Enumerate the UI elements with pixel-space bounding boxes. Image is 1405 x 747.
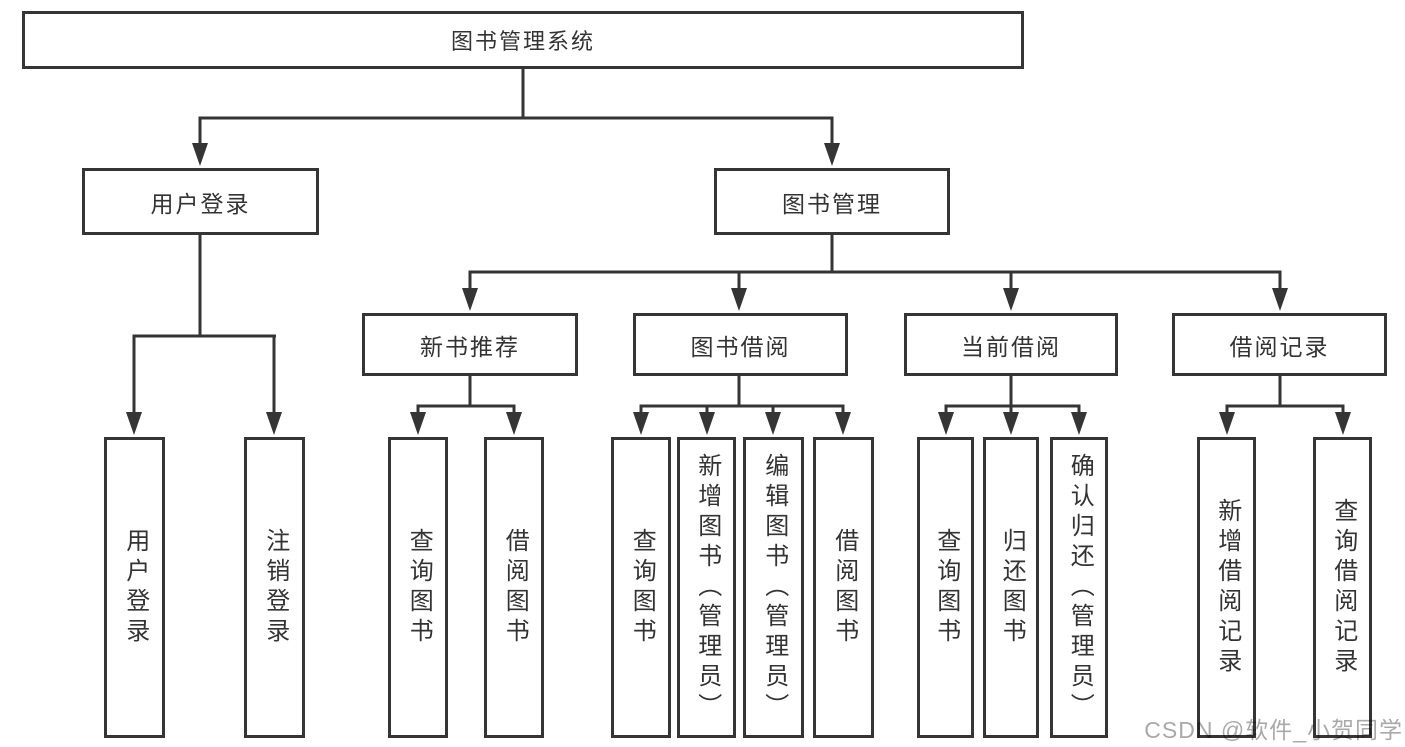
csdn-watermark: CSDN @软件_小贺同学	[1144, 717, 1403, 743]
node-current-borrowing: 当前借阅	[904, 313, 1118, 376]
node-label: 图书管理系统	[450, 29, 595, 54]
leaf-query-books-borrowing: 查询图书	[611, 437, 671, 738]
node-library-management-system: 图书管理系统	[22, 11, 1024, 69]
connector-book-borrowing-branch	[633, 376, 851, 435]
leaf-label: 查询图书	[932, 527, 960, 648]
leaf-user-login: 用户登录	[104, 437, 165, 738]
leaf-label: 新增借阅记录	[1213, 497, 1241, 678]
leaf-logout: 注销登录	[244, 437, 305, 738]
node-user-login: 用户登录	[82, 168, 319, 235]
node-label: 借阅记录	[1229, 333, 1330, 360]
node-label: 图书借阅	[690, 333, 791, 360]
leaf-return-book: 归还图书	[983, 437, 1039, 738]
leaf-label: 查询图书	[628, 527, 656, 648]
leaf-edit-book-admin: 编辑图书（管理员）	[743, 437, 804, 738]
leaf-confirm-return-admin: 确认归还（管理员）	[1050, 437, 1108, 738]
leaf-add-book-admin: 新增图书（管理员）	[677, 437, 736, 738]
node-label: 当前借阅	[961, 333, 1061, 360]
leaf-query-books-recommend: 查询图书	[388, 437, 448, 738]
connector-new-book-recommend-branch	[410, 376, 522, 435]
node-new-book-recommend: 新书推荐	[362, 313, 578, 376]
leaf-label: 查询图书	[405, 527, 433, 648]
node-borrowing-records: 借阅记录	[1172, 313, 1387, 376]
leaf-add-borrow-record: 新增借阅记录	[1197, 437, 1256, 738]
leaf-query-books-current: 查询图书	[917, 437, 974, 738]
leaf-borrow-books-borrowing: 借阅图书	[813, 437, 874, 738]
node-book-management: 图书管理	[714, 168, 950, 235]
leaf-label: 归还图书	[998, 527, 1026, 648]
leaf-label: 借阅图书	[501, 527, 529, 648]
leaf-borrow-books-recommend: 借阅图书	[484, 437, 544, 738]
connector-user-login-branch	[126, 235, 282, 435]
connector-borrowing-records-branch	[1219, 376, 1351, 435]
node-label: 图书管理	[782, 190, 882, 217]
leaf-label: 查询借阅记录	[1329, 497, 1357, 678]
connector-current-borrowing-branch	[938, 376, 1087, 435]
connector-root-to-level2	[192, 69, 840, 166]
leaf-label: 用户登录	[121, 527, 149, 648]
leaf-label: 确认归还（管理员）	[1066, 452, 1094, 723]
leaf-label: 编辑图书（管理员）	[760, 452, 788, 723]
node-book-borrowing: 图书借阅	[633, 313, 848, 376]
leaf-query-borrow-record: 查询借阅记录	[1313, 437, 1372, 738]
node-label: 新书推荐	[420, 333, 520, 360]
leaf-label: 借阅图书	[830, 527, 858, 648]
leaf-label: 注销登录	[261, 527, 289, 648]
leaf-label: 新增图书（管理员）	[693, 452, 721, 723]
node-label: 用户登录	[150, 190, 251, 217]
connector-book-management-branch	[462, 235, 1288, 311]
